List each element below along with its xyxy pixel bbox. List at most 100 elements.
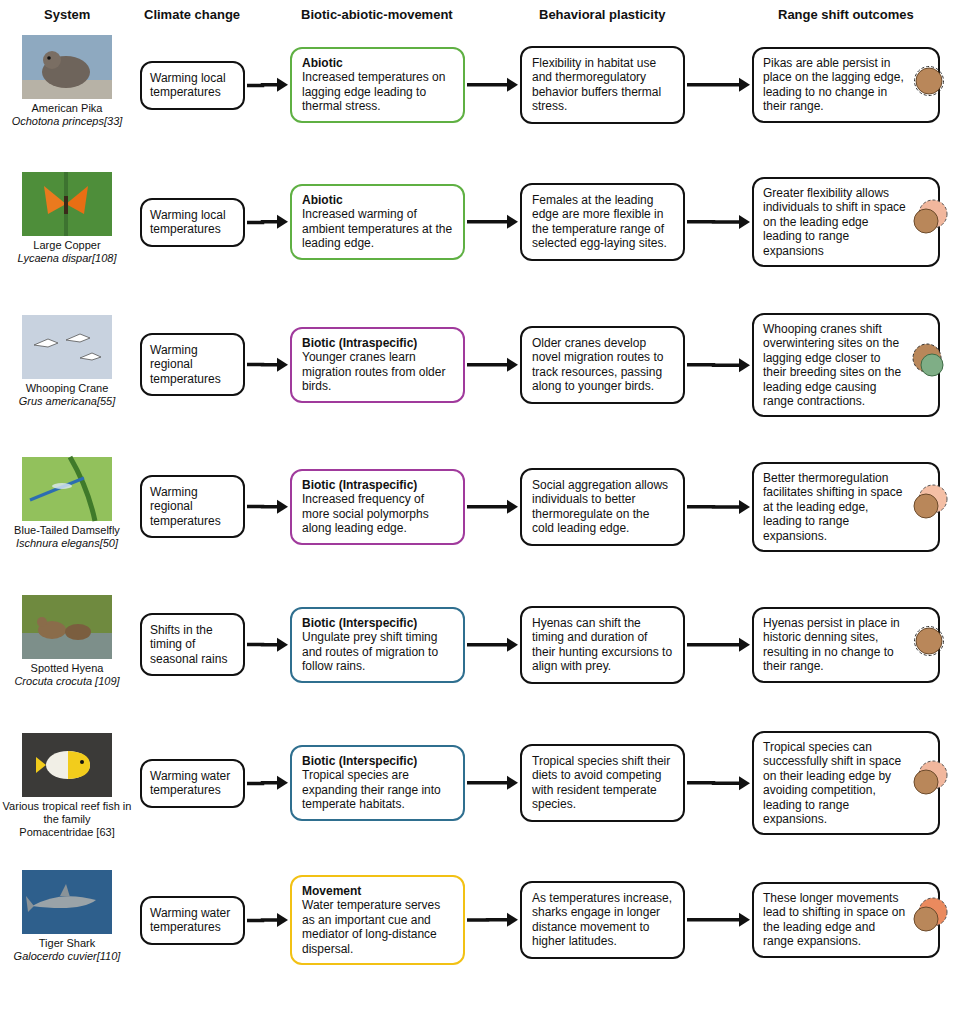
species-name: Ochotona princeps[33] xyxy=(2,115,132,128)
butterfly-photo xyxy=(22,172,112,236)
range-icon xyxy=(909,61,949,101)
climate-box: Warming local temperatures xyxy=(140,61,245,110)
mechanism-box: AbioticIncreased warming of ambient temp… xyxy=(290,184,465,260)
common-name: Tiger Shark xyxy=(2,937,132,950)
plasticity-box: Older cranes develop novel migration rou… xyxy=(520,326,685,404)
box-text: Water temperature serves as an important… xyxy=(302,898,453,956)
climate-box: Shifts in the timing of seasonal rains xyxy=(140,613,245,676)
plasticity-box: Social aggregation allows individuals to… xyxy=(520,468,685,546)
climate-box: Warming regional temperatures xyxy=(140,333,245,396)
box-text: These longer movements lead to shifting … xyxy=(763,891,906,949)
shark-photo xyxy=(22,870,112,934)
column-header: Range shift outcomes xyxy=(778,7,914,22)
flow-arrow xyxy=(247,215,288,229)
range-icon xyxy=(909,896,949,936)
box-heading: Biotic (Intraspecific) xyxy=(302,336,453,350)
box-heading: Abiotic xyxy=(302,193,453,207)
box-text: Warming regional temperatures xyxy=(150,485,235,528)
range-icon xyxy=(909,621,949,661)
box-text: Shifts in the timing of seasonal rains xyxy=(150,623,235,666)
mechanism-box: Biotic (Interspecific)Tropical species a… xyxy=(290,745,465,821)
flow-arrow xyxy=(687,913,750,927)
mechanism-box: MovementWater temperature serves as an i… xyxy=(290,875,465,965)
climate-box: Warming water temperatures xyxy=(140,759,245,808)
box-text: Hyenas persist in place in historic denn… xyxy=(763,616,906,674)
box-text: Warming regional temperatures xyxy=(150,343,235,386)
plasticity-box: Tropical species shift their diets to av… xyxy=(520,744,685,822)
column-header: Biotic-abiotic-movement xyxy=(301,7,453,22)
box-text: Better thermoregulation facilitates shif… xyxy=(763,471,906,543)
plasticity-box: Females at the leading edge are more fle… xyxy=(520,183,685,261)
outcome-box: Hyenas persist in place in historic denn… xyxy=(752,607,940,683)
species-name: Crocuta crocuta [109] xyxy=(2,675,132,688)
mechanism-box: Biotic (Intraspecific)Younger cranes lea… xyxy=(290,327,465,403)
flow-arrow xyxy=(247,358,288,372)
climate-box: Warming water temperatures xyxy=(140,896,245,945)
box-text: Warming local temperatures xyxy=(150,208,235,237)
flow-arrow xyxy=(687,500,750,514)
box-heading: Movement xyxy=(302,884,453,898)
species-name: Grus americana[55] xyxy=(2,395,132,408)
flow-arrow xyxy=(247,913,288,927)
box-text: Social aggregation allows individuals to… xyxy=(532,478,673,536)
box-heading: Biotic (Interspecific) xyxy=(302,616,453,630)
plasticity-box: Flexibility in habitat use and thermoreg… xyxy=(520,46,685,124)
box-text: Flexibility in habitat use and thermoreg… xyxy=(532,56,673,114)
mechanism-box: Biotic (Intraspecific)Increased frequenc… xyxy=(290,469,465,545)
plasticity-box: As temperatures increase, sharks engage … xyxy=(520,881,685,959)
range-icon xyxy=(909,198,949,238)
box-text: Tropical species shift their diets to av… xyxy=(532,754,673,812)
flow-arrow xyxy=(687,638,750,652)
species-name: Galocerdo cuvier[110] xyxy=(2,950,132,963)
box-text: Increased temperatures on lagging edge l… xyxy=(302,70,453,113)
box-text: Increased warming of ambient temperature… xyxy=(302,207,453,250)
flow-arrow xyxy=(687,78,750,92)
box-text: Greater flexibility allows individuals t… xyxy=(763,186,906,258)
flow-arrow xyxy=(687,776,750,790)
column-header: Behavioral plasticity xyxy=(539,7,665,22)
species-name: Ischnura elegans[50] xyxy=(2,537,132,550)
climate-box: Warming regional temperatures xyxy=(140,475,245,538)
hyena-photo xyxy=(22,595,112,659)
flow-arrow xyxy=(247,500,288,514)
outcome-box: These longer movements lead to shifting … xyxy=(752,882,940,958)
box-heading: Biotic (Interspecific) xyxy=(302,754,453,768)
flow-arrow xyxy=(687,215,750,229)
box-text: Females at the leading edge are more fle… xyxy=(532,193,673,251)
flow-arrow xyxy=(467,78,518,92)
common-name: Spotted Hyena xyxy=(2,662,132,675)
box-text: Pikas are able persist in place on the l… xyxy=(763,56,906,114)
mechanism-box: Biotic (Interspecific)Ungulate prey shif… xyxy=(290,607,465,683)
box-text: Warming water temperatures xyxy=(150,906,235,935)
box-text: Ungulate prey shift timing and routes of… xyxy=(302,630,453,673)
damselfly-photo xyxy=(22,457,112,521)
outcome-box: Better thermoregulation facilitates shif… xyxy=(752,462,940,552)
range-icon xyxy=(909,483,949,523)
flow-arrow xyxy=(247,78,288,92)
flow-arrow xyxy=(687,358,750,372)
outcome-box: Whooping cranes shift overwintering site… xyxy=(752,313,940,417)
box-text: Younger cranes learn migration routes fr… xyxy=(302,350,453,393)
box-text: As temperatures increase, sharks engage … xyxy=(532,891,673,949)
plasticity-box: Hyenas can shift the timing and duration… xyxy=(520,606,685,684)
common-name: American Pika xyxy=(2,102,132,115)
column-header: Climate change xyxy=(144,7,240,22)
climate-box: Warming local temperatures xyxy=(140,198,245,247)
box-text: Warming local temperatures xyxy=(150,71,235,100)
flow-arrow xyxy=(247,638,288,652)
box-text: Older cranes develop novel migration rou… xyxy=(532,336,673,394)
box-text: Hyenas can shift the timing and duration… xyxy=(532,616,673,674)
column-header: System xyxy=(44,7,90,22)
box-text: Whooping cranes shift overwintering site… xyxy=(763,322,906,408)
species-name: Lycaena dispar[108] xyxy=(2,252,132,265)
outcome-box: Tropical species can successfully shift … xyxy=(752,731,940,835)
flow-arrow xyxy=(467,638,518,652)
box-text: Tropical species are expanding their ran… xyxy=(302,768,453,811)
flow-arrow xyxy=(467,776,518,790)
pika-photo xyxy=(22,35,112,99)
range-icon xyxy=(909,341,949,381)
species-name: Pomacentridae [63] xyxy=(2,826,132,839)
box-text: Tropical species can successfully shift … xyxy=(763,740,906,826)
reef-fish-photo xyxy=(22,733,112,797)
box-heading: Abiotic xyxy=(302,56,453,70)
